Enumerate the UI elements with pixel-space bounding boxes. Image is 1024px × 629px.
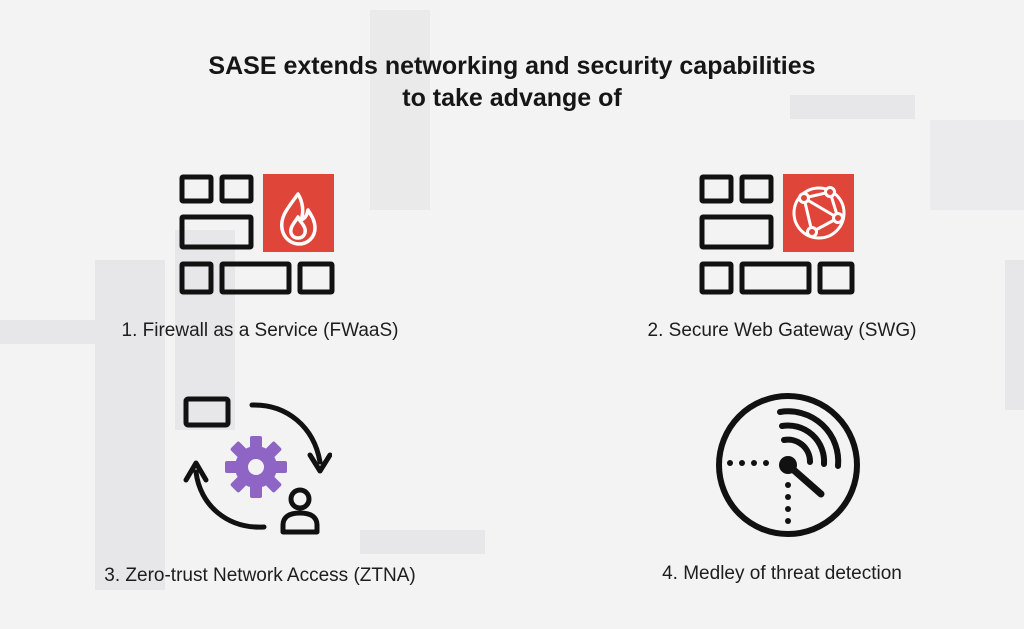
firewall-icon — [179, 174, 335, 295]
radar-icon — [716, 393, 860, 537]
item-label-swg: 2. Secure Web Gateway (SWG) — [647, 320, 917, 341]
flame-icon — [279, 192, 317, 246]
background-block — [370, 10, 430, 210]
title-line-2: to take advange of — [402, 84, 622, 112]
device-icon — [183, 396, 231, 428]
background-block — [95, 260, 165, 590]
background-block — [1005, 260, 1024, 410]
item-label-threat-detection: 4. Medley of threat detection — [662, 563, 902, 584]
gear-icon — [225, 436, 287, 498]
title-line-1: SASE extends networking and security cap… — [208, 52, 816, 80]
zero-trust-icon — [183, 396, 332, 535]
web-gateway-icon — [699, 174, 855, 295]
item-label-fwaas: 1. Firewall as a Service (FWaaS) — [121, 320, 399, 341]
user-icon — [280, 487, 320, 535]
background-block — [930, 120, 1024, 210]
background-block — [360, 530, 485, 554]
slide-title: SASE extends networking and security cap… — [0, 50, 1024, 114]
item-label-ztna: 3. Zero-trust Network Access (ZTNA) — [104, 565, 416, 586]
background-block — [790, 95, 915, 119]
